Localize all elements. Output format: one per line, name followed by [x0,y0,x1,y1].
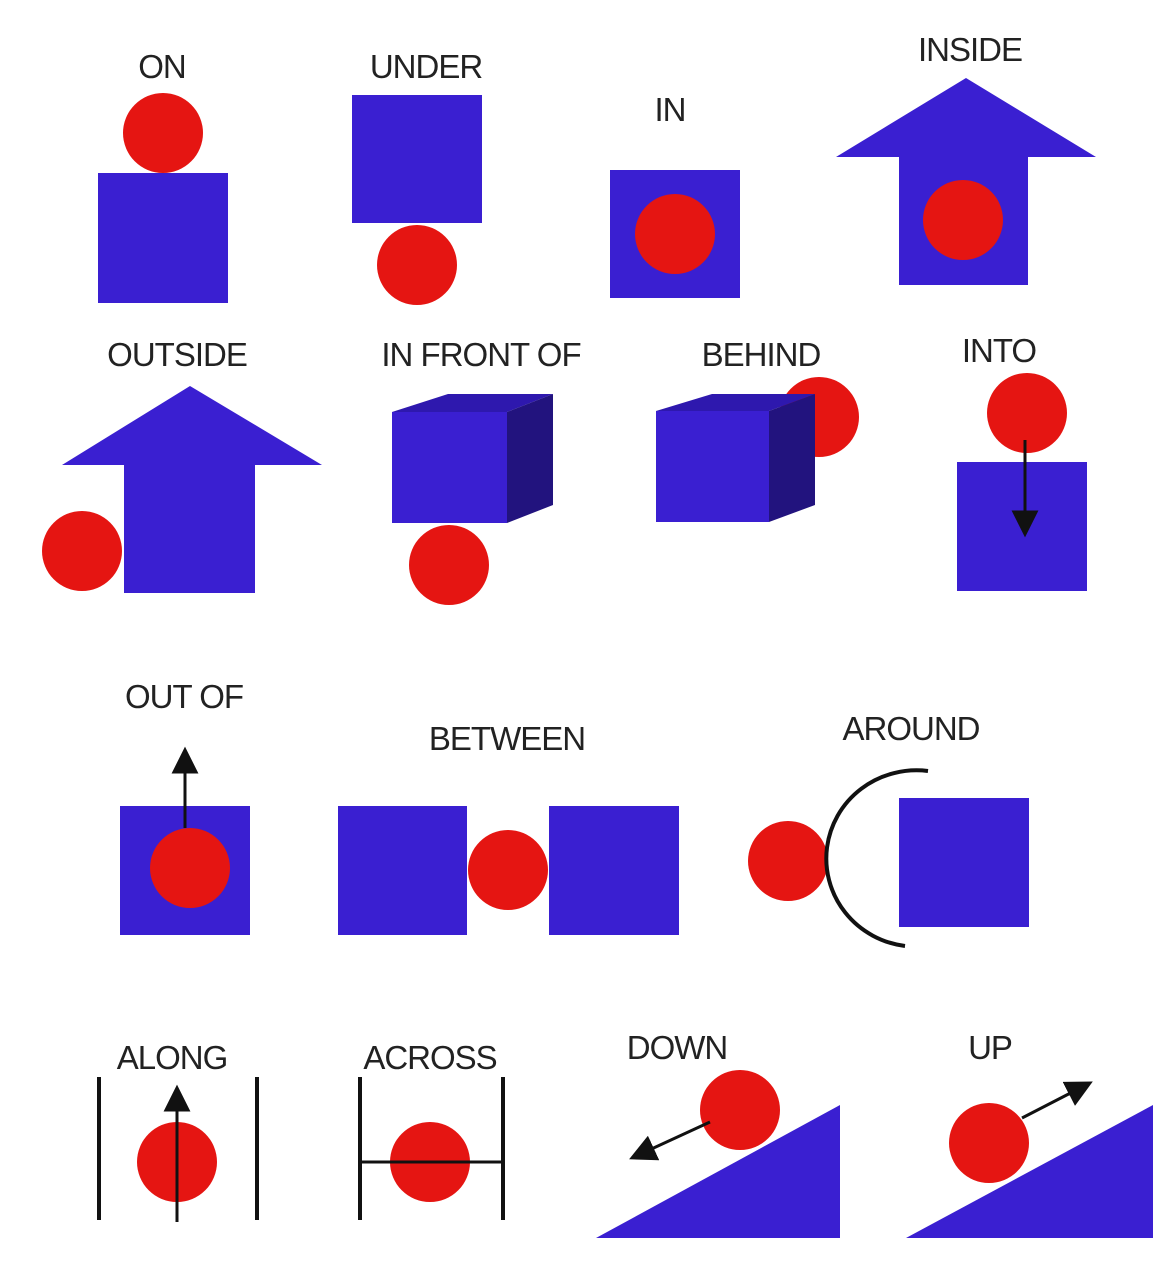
cube-side [769,394,815,522]
panel-across: ACROSS [358,1039,505,1220]
ball [150,828,230,908]
ball [42,511,122,591]
label-down: DOWN [627,1029,727,1066]
panel-around: AROUND [748,710,1029,948]
cube-front [656,411,769,522]
label-into: INTO [962,332,1037,369]
label-around: AROUND [842,710,979,747]
cube-side [507,394,553,523]
panel-out-of: OUT OF [120,678,250,935]
cube-front [392,412,507,523]
ball [923,180,1003,260]
panel-outside: OUTSIDE [42,336,322,593]
ball [123,93,203,173]
ball [987,373,1067,453]
label-behind: BEHIND [702,336,821,373]
square-right [549,806,679,935]
panel-in: IN [610,91,740,298]
square-left [338,806,467,935]
square [899,798,1029,927]
ball [700,1070,780,1150]
up-right-arrow-icon [1021,1081,1093,1120]
curved-path-icon [824,768,929,948]
label-out-of: OUT OF [125,678,243,715]
panel-under: UNDER [352,48,483,305]
panel-into: INTO [957,332,1087,591]
house-shape [62,386,322,593]
label-outside: OUTSIDE [107,336,247,373]
cube-top [392,394,553,412]
ball [409,525,489,605]
panel-inside: INSIDE [836,31,1096,285]
slope-triangle [906,1105,1153,1238]
label-in-front-of: IN FRONT OF [381,336,580,373]
square [957,462,1087,591]
panel-in-front-of: IN FRONT OF [381,336,582,605]
ball [949,1103,1029,1183]
panel-on: ON [98,48,228,303]
label-under: UNDER [370,48,483,85]
ball [635,194,715,274]
ball [468,830,548,910]
cube-top [656,394,815,411]
slope-triangle [596,1105,840,1238]
panel-along: ALONG [97,1039,259,1222]
label-across: ACROSS [363,1039,496,1076]
label-along: ALONG [117,1039,228,1076]
panel-between: BETWEEN [338,720,679,935]
square [98,173,228,303]
label-up: UP [968,1029,1012,1066]
label-between: BETWEEN [429,720,585,757]
down-left-arrow-icon [629,1120,711,1161]
square [352,95,482,223]
label-in: IN [655,91,686,128]
ball [748,821,828,901]
panel-down: DOWN [596,1029,840,1238]
label-on: ON [138,48,186,85]
panel-up: UP [906,1029,1153,1238]
panel-behind: BEHIND [656,336,859,522]
ball [377,225,457,305]
label-inside: INSIDE [918,31,1022,68]
